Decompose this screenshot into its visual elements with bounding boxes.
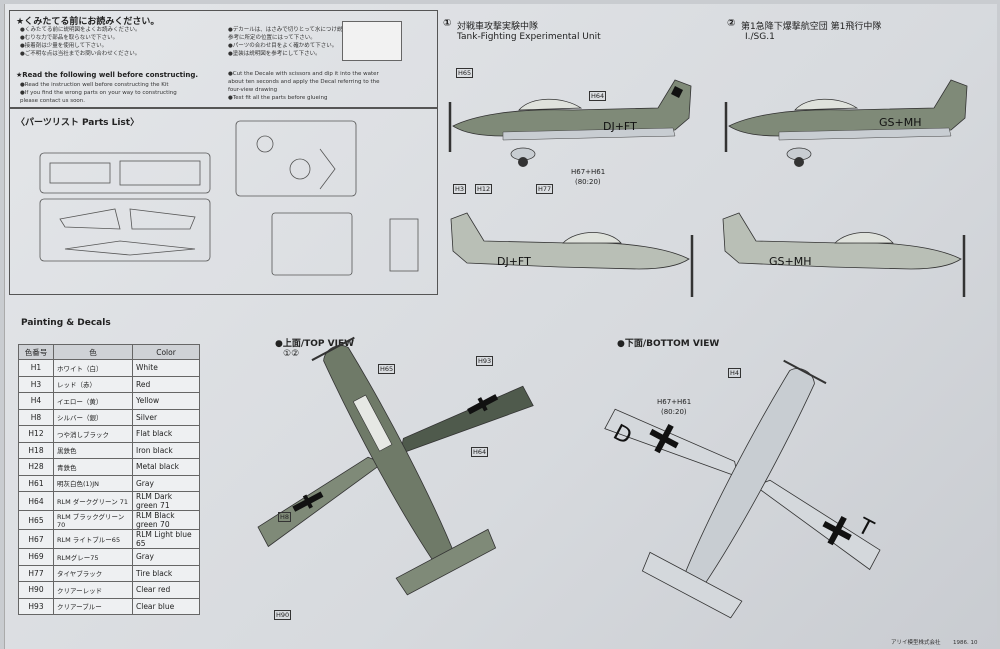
top-view-versions: ①②	[283, 349, 300, 359]
decal-notes-jp: 参考に所定の位置にはって下さい。	[228, 35, 316, 41]
instructions-en-title: ★Read the following well before construc…	[16, 71, 198, 79]
decal-notes-en: four-view drawing	[228, 87, 278, 93]
version-1-jp: 対戦車攻撃実験中隊	[457, 22, 539, 32]
top-callout-h90: H90	[274, 610, 292, 620]
profile-1-upper: DJ+FT DJ+FT GS+MH GS+MH	[448, 79, 968, 297]
instructions-en-line: please contact us soon.	[20, 98, 86, 104]
profile-2-code-reverse: GS+MH	[769, 255, 812, 268]
top-view-title: ●上面/TOP VIEW	[275, 339, 355, 349]
bottom-callout-ratio: (80:20)	[661, 408, 687, 416]
profile-2-code: GS+MH	[879, 116, 922, 129]
version-2-number: ②	[727, 18, 736, 29]
callout-h3: H3	[453, 184, 467, 194]
top-view-drawing	[257, 336, 534, 596]
painting-title: Painting & Decals	[21, 318, 111, 328]
decal-notes-en: ●Cut the Decale with scissors and dip it…	[228, 71, 379, 77]
callout-h12: H12	[475, 184, 493, 194]
instructions-en-line: ●If you find the wrong parts on your way…	[20, 90, 177, 96]
bottom-view-title: ●下面/BOTTOM VIEW	[617, 339, 720, 349]
instructions-jp-line: ●ご不明な点は当社までお問い合わせください。	[20, 51, 141, 57]
parts-list-title: 〈パーツリスト Parts List〉	[16, 118, 140, 128]
decal-notes-en: about ten seconds and apply the Decal re…	[228, 79, 380, 85]
footer-maker: アリイ模型株式会社	[891, 640, 941, 646]
instructions-jp-line: ●むりな力で部品を取らないで下さい。	[20, 35, 119, 41]
footer-year: 1986. 10	[953, 640, 978, 646]
top-callout-h64: H64	[471, 447, 489, 457]
parts-list-panel: 〈パーツリスト Parts List〉	[9, 108, 438, 295]
top-callout-h93: H93	[476, 356, 494, 366]
version-2-jp: 第1急降下爆撃航空団 第1飛行中隊	[741, 22, 882, 32]
decal-notes-jp: ●塗装は説明図を参考にして下さい。	[228, 51, 321, 57]
parts-sprues-drawing	[39, 120, 419, 276]
version-1-en: Tank-Fighting Experimental Unit	[457, 32, 601, 42]
decal-notes-jp: ●デカールは、はさみで切りとって水につけ説明図を	[228, 27, 359, 33]
instructions-en-line: ●Read the instruction well before constr…	[20, 82, 169, 88]
instructions-jp-title: ★くみたてる前にお読みください。	[16, 17, 160, 27]
version-2-en: I./SG.1	[745, 32, 775, 42]
bottom-callout-h4: H4	[728, 368, 742, 378]
instructions-panel: ★くみたてる前にお読みください。 ●くみたてる前に説明図をよくお読みください。 …	[9, 10, 438, 108]
header-code: 色番号	[18, 344, 54, 360]
header-en: Color	[132, 344, 200, 360]
decal-notes-jp: ●パーツの合わせ目をよく確かめて下さい。	[228, 43, 338, 49]
version-1-number: ①	[443, 18, 452, 29]
painting-table-header: 色番号 色 Color	[18, 344, 200, 360]
callout-h77: H77	[536, 184, 554, 194]
decal-notes-en: ●Test fit all the parts before glueing	[228, 95, 328, 101]
top-callout-h8: H8	[278, 512, 292, 522]
callout-h65: H65	[456, 68, 474, 78]
profile-1-code-reverse: DJ+FT	[497, 255, 531, 268]
instruction-sheet: ★くみたてる前にお読みください。 ●くみたてる前に説明図をよくお読みください。 …	[4, 4, 997, 649]
callout-mix: H67+H61	[571, 168, 606, 176]
bottom-callout-mix: H67+H61	[657, 398, 692, 406]
instructions-jp-line: ●くみたてる前に説明図をよくお読みください。	[20, 27, 141, 33]
bottom-view-drawing: D T	[604, 359, 881, 619]
warning-stamp	[342, 21, 402, 61]
profile-1-code: DJ+FT	[603, 120, 637, 133]
top-callout-h65: H65	[378, 364, 396, 374]
callout-ratio: (80:20)	[575, 178, 601, 186]
callout-h64: H64	[589, 91, 607, 101]
instructions-jp-line: ●接着剤は少量を使用して下さい。	[20, 43, 108, 49]
